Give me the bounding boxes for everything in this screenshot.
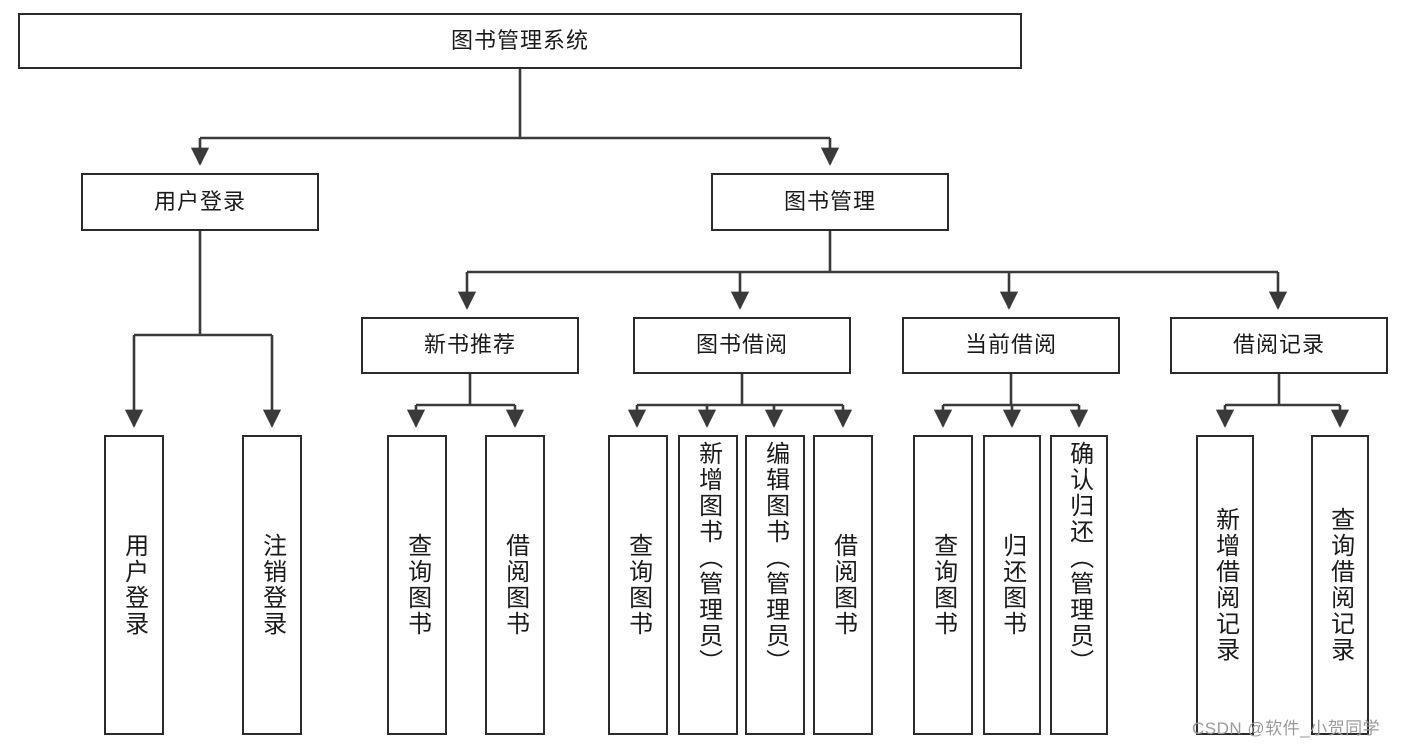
leaf-borrow-book-recommend-label: 借阅图书 <box>501 533 529 637</box>
leaf-add-borrow-record[interactable]: 新增借阅记录 <box>1196 435 1254 735</box>
node-book-borrow[interactable]: 图书借阅 <box>633 317 851 374</box>
leaf-logout-label: 注销登录 <box>258 533 286 637</box>
node-current-borrow[interactable]: 当前借阅 <box>902 317 1120 374</box>
node-root[interactable]: 图书管理系统 <box>18 13 1022 69</box>
leaf-add-book-admin-label: 新增图书（管理员） <box>694 441 722 675</box>
node-current-borrow-label: 当前借阅 <box>964 332 1057 358</box>
leaf-user-login-label: 用户登录 <box>120 533 148 637</box>
leaf-text-wrap: 用户登录 <box>106 437 162 733</box>
leaf-text-wrap: 确认归还（管理员） <box>1052 437 1106 733</box>
leaf-query-book-borrow-label: 查询图书 <box>624 533 652 637</box>
node-new-book-recommend[interactable]: 新书推荐 <box>361 317 579 374</box>
leaf-return-book[interactable]: 归还图书 <box>983 435 1041 735</box>
leaf-text-wrap: 新增图书（管理员） <box>680 437 736 733</box>
leaf-query-book-recommend[interactable]: 查询图书 <box>387 435 447 735</box>
leaf-user-login[interactable]: 用户登录 <box>104 435 164 735</box>
leaf-return-book-label: 归还图书 <box>998 533 1026 637</box>
leaf-text-wrap: 查询图书 <box>915 437 971 733</box>
node-new-book-recommend-label: 新书推荐 <box>423 332 516 358</box>
leaf-add-book-admin[interactable]: 新增图书（管理员） <box>678 435 738 735</box>
leaf-text-wrap: 归还图书 <box>985 437 1039 733</box>
leaf-query-book-current-label: 查询图书 <box>929 533 957 637</box>
leaf-edit-book-admin-label: 编辑图书（管理员） <box>761 441 789 675</box>
leaf-text-wrap: 查询借阅记录 <box>1313 437 1367 733</box>
leaf-query-book-current[interactable]: 查询图书 <box>913 435 973 735</box>
node-book-management[interactable]: 图书管理 <box>711 173 949 231</box>
leaf-query-book-recommend-label: 查询图书 <box>403 533 431 637</box>
leaf-text-wrap: 借阅图书 <box>815 437 871 733</box>
leaf-text-wrap: 查询图书 <box>389 437 445 733</box>
node-user-login[interactable]: 用户登录 <box>81 173 319 231</box>
leaf-logout[interactable]: 注销登录 <box>242 435 302 735</box>
leaf-confirm-return-admin-label: 确认归还（管理员） <box>1065 441 1093 675</box>
node-borrow-records[interactable]: 借阅记录 <box>1170 317 1388 374</box>
leaf-confirm-return-admin[interactable]: 确认归还（管理员） <box>1050 435 1108 735</box>
node-user-login-label: 用户登录 <box>153 188 246 214</box>
node-borrow-records-label: 借阅记录 <box>1232 332 1325 358</box>
leaf-text-wrap: 注销登录 <box>244 437 300 733</box>
leaf-borrow-book-label: 借阅图书 <box>829 533 857 637</box>
leaf-add-borrow-record-label: 新增借阅记录 <box>1211 507 1239 663</box>
leaf-text-wrap: 借阅图书 <box>487 437 543 733</box>
leaf-edit-book-admin[interactable]: 编辑图书（管理员） <box>745 435 805 735</box>
leaf-text-wrap: 查询图书 <box>610 437 666 733</box>
csdn-watermark: CSDN @软件_小贺同学 <box>1192 719 1381 738</box>
leaf-text-wrap: 编辑图书（管理员） <box>747 437 803 733</box>
leaf-query-book-borrow[interactable]: 查询图书 <box>608 435 668 735</box>
node-book-management-label: 图书管理 <box>783 188 876 214</box>
leaf-query-borrow-record[interactable]: 查询借阅记录 <box>1311 435 1369 735</box>
leaf-borrow-book-recommend[interactable]: 借阅图书 <box>485 435 545 735</box>
leaf-query-borrow-record-label: 查询借阅记录 <box>1326 507 1354 663</box>
leaf-text-wrap: 新增借阅记录 <box>1198 437 1252 733</box>
node-root-label: 图书管理系统 <box>450 27 589 53</box>
node-book-borrow-label: 图书借阅 <box>695 332 788 358</box>
leaf-borrow-book[interactable]: 借阅图书 <box>813 435 873 735</box>
